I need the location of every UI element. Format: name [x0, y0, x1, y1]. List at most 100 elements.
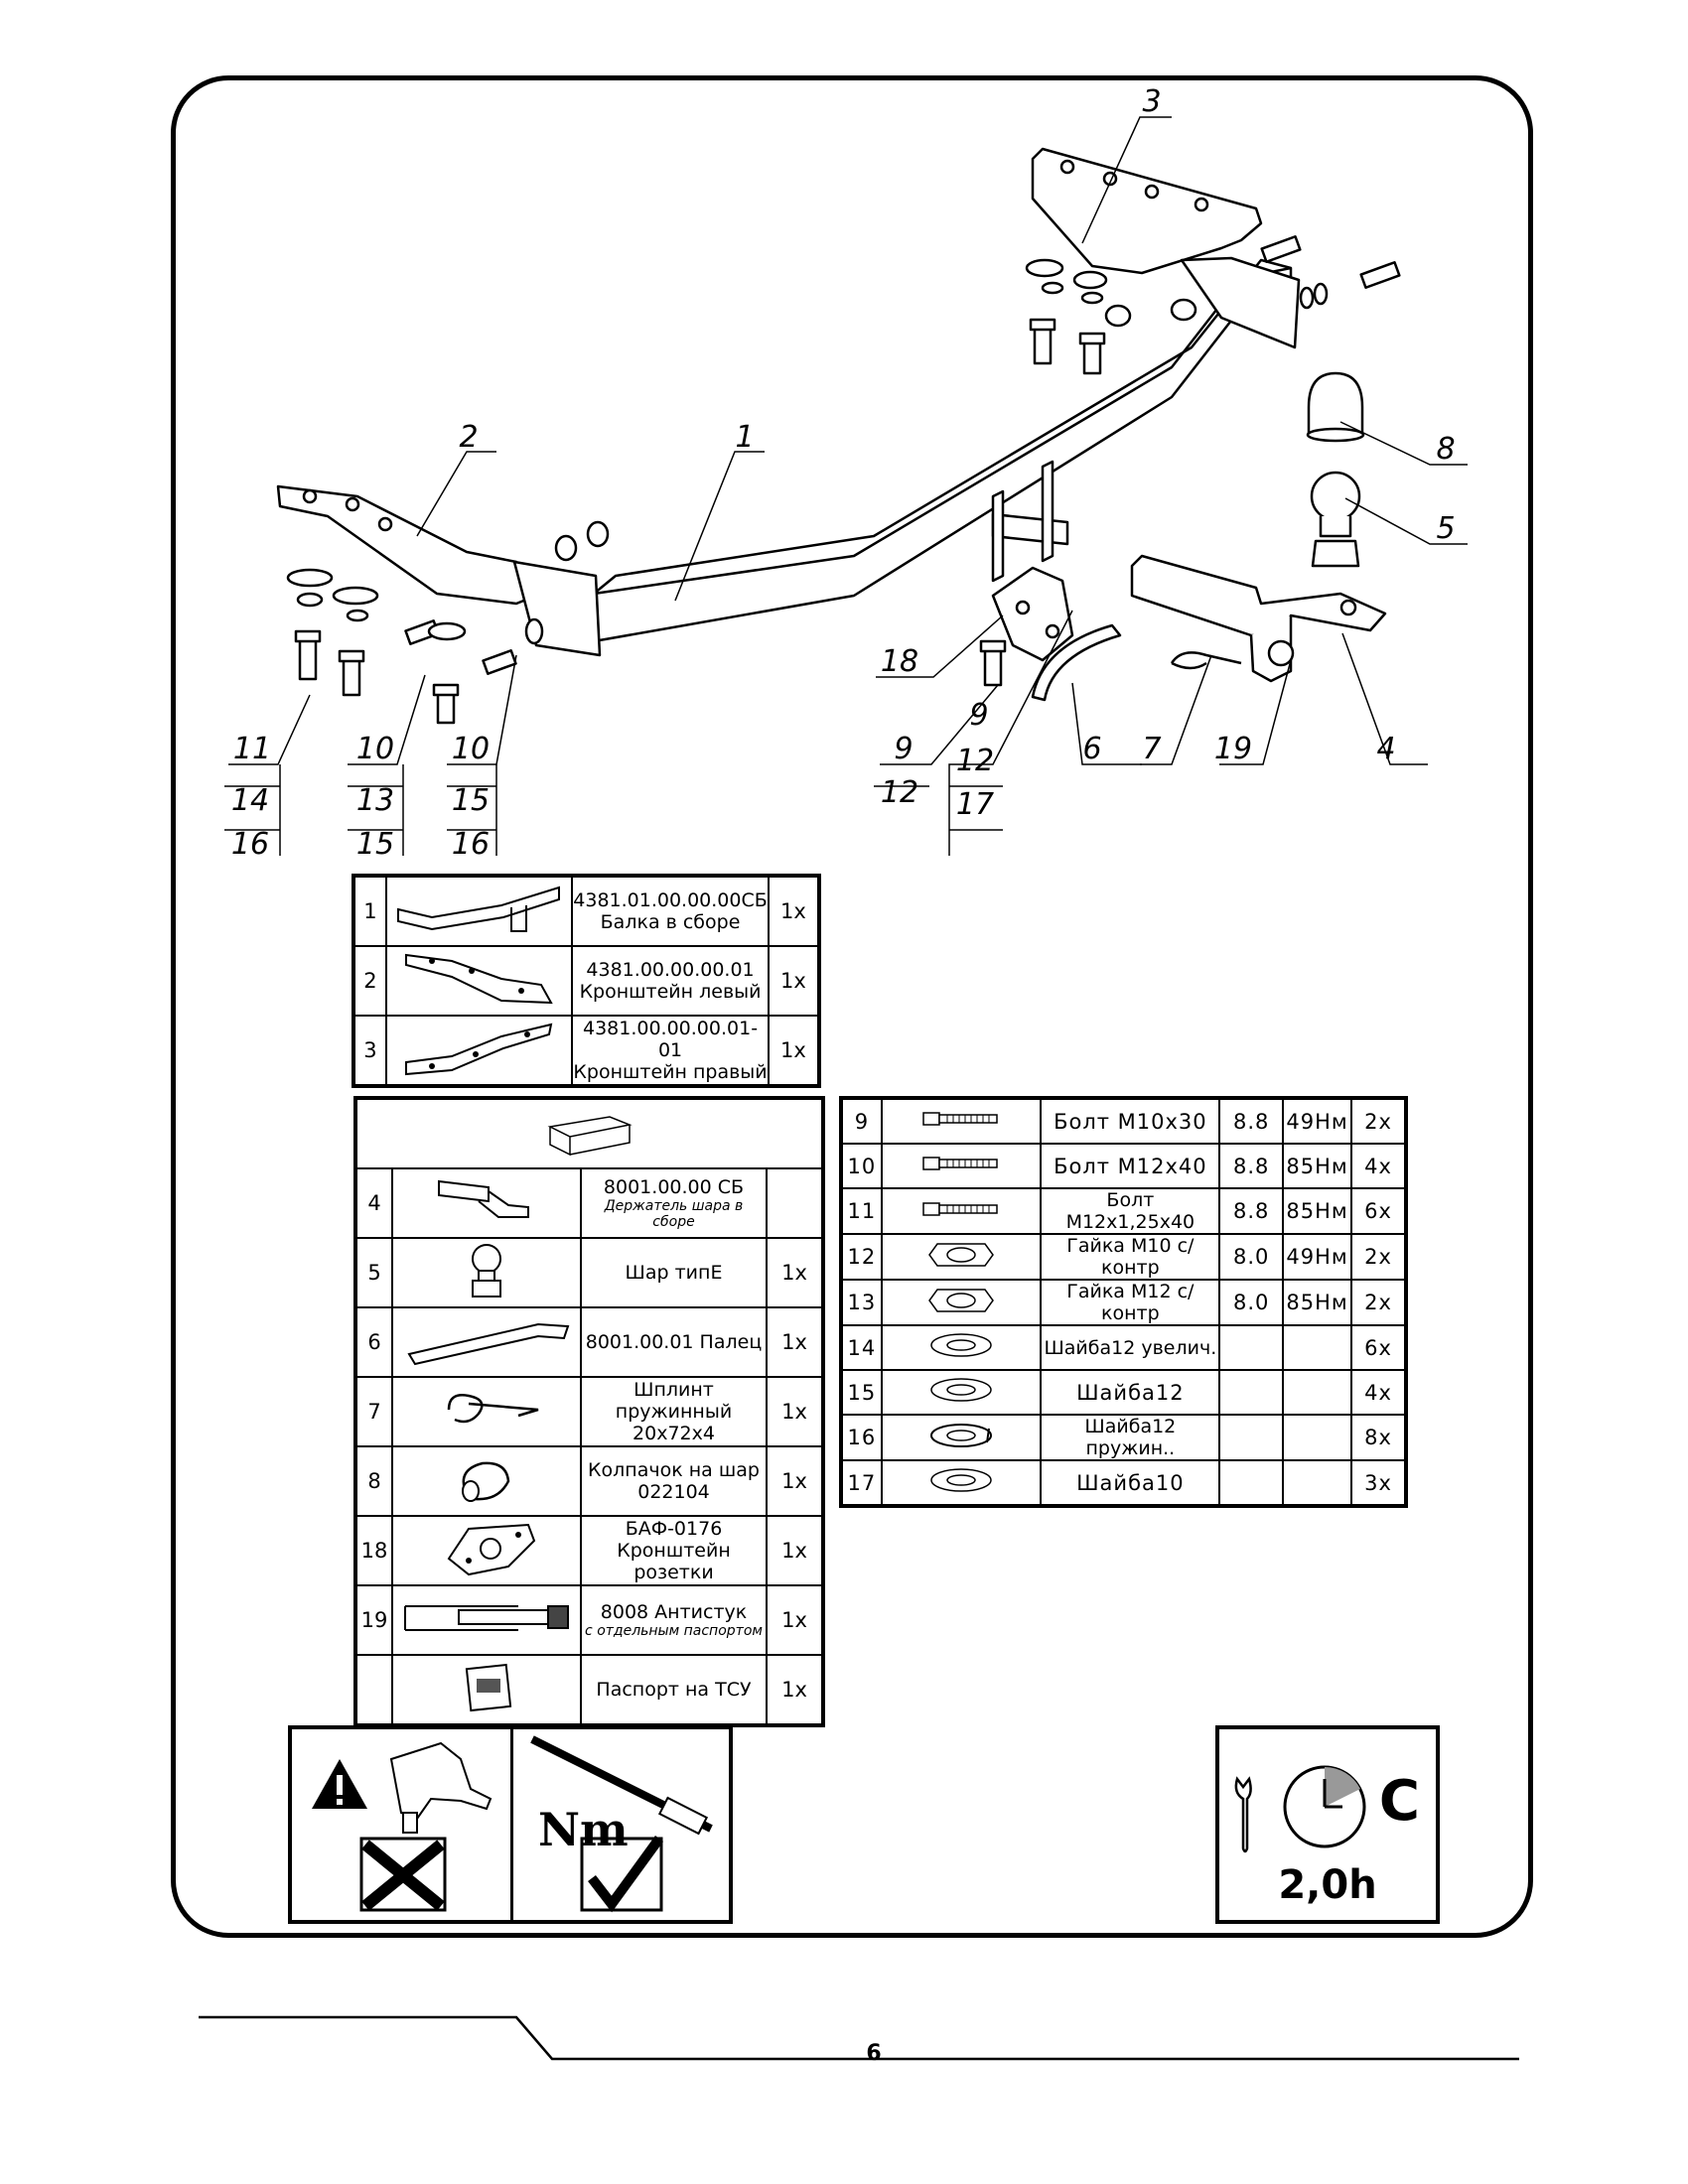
warning-triangle-icon	[312, 1759, 367, 1809]
assembly-parts-table: 1 4381.01.00.00.00СБ Балка в сборе 1х 2 …	[352, 874, 821, 1088]
fastener-name: Гайка М10 с/контр	[1040, 1233, 1221, 1281]
part-quantity: 1х	[766, 1376, 824, 1447]
nut-icon	[880, 1233, 1043, 1281]
part-quantity: 1х	[766, 1237, 824, 1308]
part-quantity	[766, 1167, 824, 1239]
fastener-grade	[1218, 1459, 1285, 1507]
part-quantity: 1х	[767, 1015, 821, 1087]
fastener-name: Шайба10	[1040, 1459, 1221, 1507]
fastener-grade: 8.8	[1218, 1097, 1285, 1145]
table-row: 3 4381.00.00.00.01-01 Кронштейн правый 1…	[352, 1015, 821, 1087]
installation-time: 2,0h	[1278, 1862, 1377, 1908]
left-fasteners	[286, 520, 610, 725]
fastener-quantity: 2х	[1349, 1233, 1408, 1281]
fastener-torque: 49Нм	[1282, 1097, 1352, 1145]
box-icon	[354, 1097, 824, 1169]
callout-11: 11	[233, 732, 271, 766]
table-row: 5 Шар типE 1х	[354, 1237, 824, 1308]
fastener-quantity: 4х	[1349, 1143, 1408, 1189]
callout-10a: 10	[356, 732, 394, 766]
fastener-quantity: 2х	[1349, 1279, 1408, 1326]
washer-icon	[880, 1324, 1043, 1371]
right-fasteners	[979, 235, 1401, 687]
fastener-number: 12	[840, 1233, 883, 1281]
callout-6: 6	[1082, 732, 1101, 766]
callout-9a: 9	[894, 732, 913, 766]
callout-16a: 16	[231, 827, 269, 862]
spring-cotter	[1170, 651, 1242, 670]
exploded-assembly-drawing: 1 2 3 4 5 6 7 8 18 19 9 12 9 12 17 11 14…	[224, 84, 1468, 862]
callout-12a: 12	[881, 775, 918, 810]
part-description: 4381.00.00.00.01-01 Кронштейн правый	[571, 1015, 770, 1087]
part-description: Шплинт пружинный 20х72х4	[580, 1376, 768, 1447]
part-description: 8001.00.00 СБ Держатель шара в сборе	[580, 1167, 768, 1239]
part-description: 4381.01.00.00.00СБ Балка в сборе	[571, 875, 770, 947]
ball-cap	[1306, 371, 1365, 443]
callout-18: 18	[881, 644, 918, 679]
clock-icon	[1283, 1765, 1366, 1848]
fastener-torque: 85Нм	[1282, 1279, 1352, 1326]
part-quantity: 1х	[767, 875, 821, 947]
part-number: 5	[354, 1237, 393, 1308]
bolt-icon	[880, 1187, 1043, 1235]
fastener-grade	[1218, 1369, 1285, 1416]
fastener-quantity: 2х	[1349, 1097, 1408, 1145]
fastener-quantity: 6х	[1349, 1187, 1408, 1235]
tool-notice-panel: Nm	[288, 1725, 733, 1924]
page-number: 6	[866, 2041, 882, 2066]
right-bracket-icon	[384, 1015, 574, 1087]
callout-3: 3	[1142, 84, 1161, 119]
part-description: Колпачок на шар 022104	[580, 1445, 768, 1517]
fastener-name: Шайба12 пружин..	[1040, 1414, 1221, 1461]
torque-label: Nm	[538, 1803, 629, 1856]
leader-lines	[224, 116, 1468, 856]
part-description: Шар типE	[580, 1237, 768, 1308]
part-description: БАФ-0176 Кронштейн розетки	[580, 1515, 768, 1586]
page-border	[171, 75, 1533, 1938]
washer-icon	[880, 1459, 1043, 1507]
fastener-grade: 8.8	[1218, 1143, 1285, 1189]
callout-13: 13	[356, 783, 394, 818]
anti-rattle	[1267, 639, 1295, 667]
callout-19: 19	[1214, 732, 1252, 766]
callout-14: 14	[231, 783, 269, 818]
fastener-torque	[1282, 1459, 1352, 1507]
part-quantity: 1х	[766, 1306, 824, 1378]
part-number: 4	[354, 1167, 393, 1239]
fastener-number: 14	[840, 1324, 883, 1371]
part-quantity: 1х	[766, 1445, 824, 1517]
left-bracket	[276, 484, 602, 657]
nut-icon	[880, 1279, 1043, 1326]
fastener-number: 16	[840, 1414, 883, 1461]
part-number: 1	[352, 875, 387, 947]
fastener-quantity: 4х	[1349, 1369, 1408, 1416]
fastener-number: 17	[840, 1459, 883, 1507]
prohibited-cross-icon	[359, 1837, 447, 1912]
callout-15b: 15	[452, 783, 490, 818]
table-row: 19 8008 Антистук с отдельным паспортом 1…	[354, 1584, 824, 1656]
table-row: 8 Колпачок на шар 022104 1х	[354, 1445, 824, 1517]
callout-5: 5	[1436, 511, 1455, 546]
table-row: 4 8001.00.00 СБ Держатель шара в сборе	[354, 1167, 824, 1239]
fastener-torque	[1282, 1369, 1352, 1416]
callout-17: 17	[956, 787, 994, 822]
part-number: 7	[354, 1376, 393, 1447]
fastener-torque: 85Нм	[1282, 1187, 1352, 1235]
table-row: 7 Шплинт пружинный 20х72х4 1х	[354, 1376, 824, 1447]
callout-2: 2	[459, 420, 478, 455]
fastener-name: Шайба12 увелич.	[1040, 1324, 1221, 1371]
tow-ball-icon	[391, 1237, 582, 1308]
footer-rule	[199, 2015, 1519, 2061]
fastener-torque	[1282, 1324, 1352, 1371]
callout-10b: 10	[452, 732, 490, 766]
fastener-name: Гайка М12 с/контр	[1040, 1279, 1221, 1326]
callout-16b: 16	[452, 827, 490, 862]
kit-parts-table: 4 8001.00.00 СБ Держатель шара в сборе 5…	[353, 1096, 825, 1727]
